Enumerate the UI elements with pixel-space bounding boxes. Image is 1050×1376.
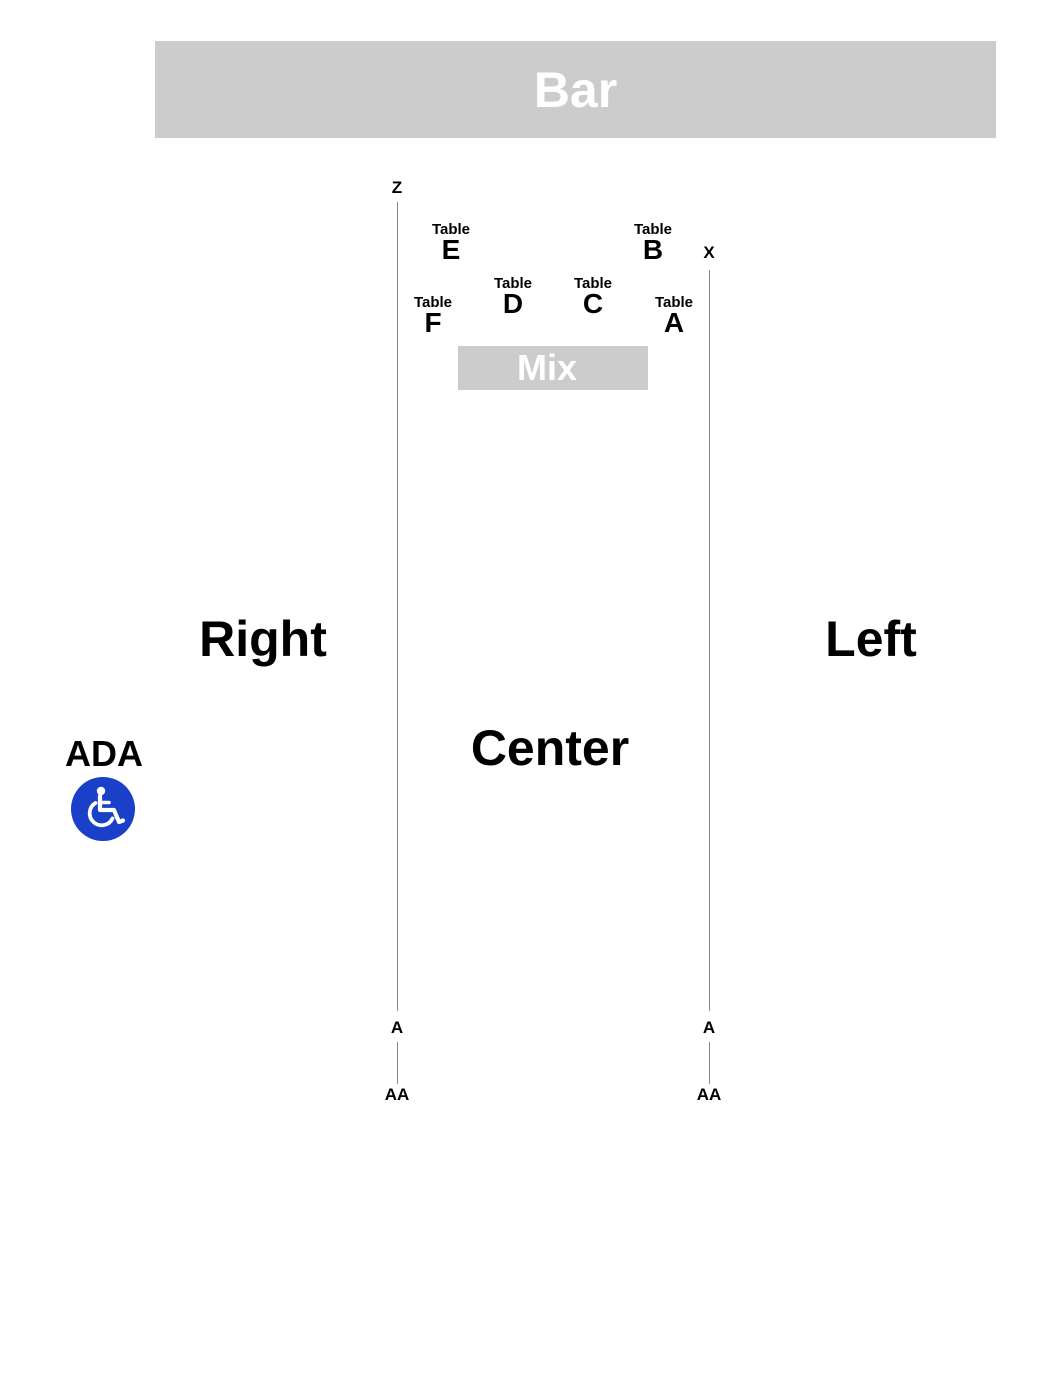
right-aisle-lower-line xyxy=(397,1042,398,1084)
left-aisle-lower-line xyxy=(709,1042,710,1084)
table-f[interactable]: Table F xyxy=(398,294,468,338)
table-e[interactable]: Table E xyxy=(416,221,486,265)
row-marker-z: Z xyxy=(391,178,403,197)
row-marker-a-left-aisle: A xyxy=(702,1018,716,1037)
wheelchair-accessible-icon xyxy=(71,777,135,841)
table-letter: F xyxy=(424,307,442,338)
table-letter: B xyxy=(642,234,664,265)
table-word: Table xyxy=(413,294,453,311)
table-word: Table xyxy=(493,275,533,292)
section-right[interactable]: Right xyxy=(199,611,327,667)
bar-area: Bar xyxy=(155,41,996,138)
table-word: Table xyxy=(654,294,694,311)
section-left[interactable]: Left xyxy=(825,611,917,667)
table-a[interactable]: Table A xyxy=(639,294,709,338)
mix-label: Mix xyxy=(516,347,577,388)
bar-label: Bar xyxy=(533,61,618,118)
table-word: Table xyxy=(633,221,673,238)
table-b[interactable]: Table B xyxy=(618,221,688,265)
row-marker-aa-right-aisle: AA xyxy=(384,1085,410,1104)
table-c[interactable]: Table C xyxy=(558,275,628,319)
ada-label: ADA xyxy=(65,733,143,774)
row-marker-x: X xyxy=(703,243,715,262)
row-marker-aa-left-aisle: AA xyxy=(696,1085,722,1104)
mix-area: Mix xyxy=(458,346,648,390)
section-center[interactable]: Center xyxy=(470,720,630,776)
table-word: Table xyxy=(573,275,613,292)
left-aisle-line xyxy=(709,270,710,1011)
table-letter: C xyxy=(582,288,604,319)
table-letter: A xyxy=(663,307,685,338)
table-letter: E xyxy=(441,234,461,265)
row-marker-a-right-aisle: A xyxy=(390,1018,404,1037)
right-aisle-line xyxy=(397,202,398,1011)
table-word: Table xyxy=(431,221,471,238)
table-letter: D xyxy=(502,288,524,319)
table-d[interactable]: Table D xyxy=(478,275,548,319)
